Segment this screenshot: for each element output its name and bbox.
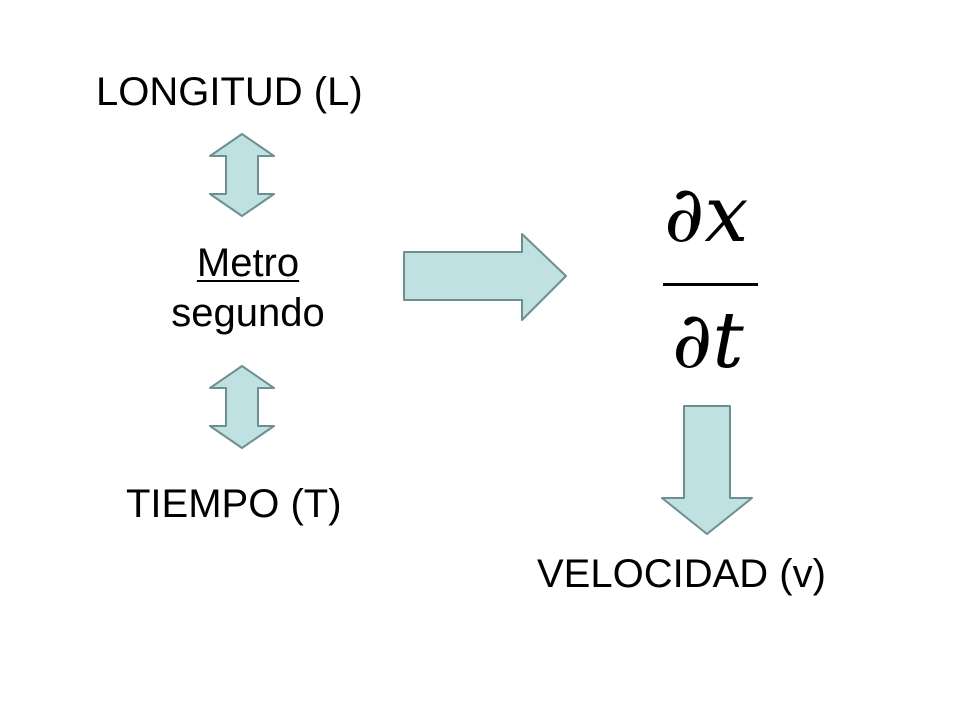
double-vertical-arrow-icon [209,365,275,449]
derivative-denominator: ∂t [672,296,744,386]
derivative-numerator: ∂x [664,170,749,260]
arrow-down-icon [661,405,753,535]
unit-ratio: Metro segundo [140,238,356,338]
unit-denominator: segundo [171,291,325,335]
velocidad-label: VELOCIDAD (v) [537,552,826,596]
arrow-right-icon [403,233,567,321]
tiempo-label: TIEMPO (T) [126,482,342,526]
fraction-bar [663,283,758,286]
double-vertical-arrow-icon [209,133,275,217]
longitud-label: LONGITUD (L) [96,70,363,114]
unit-numerator: Metro [196,241,300,285]
